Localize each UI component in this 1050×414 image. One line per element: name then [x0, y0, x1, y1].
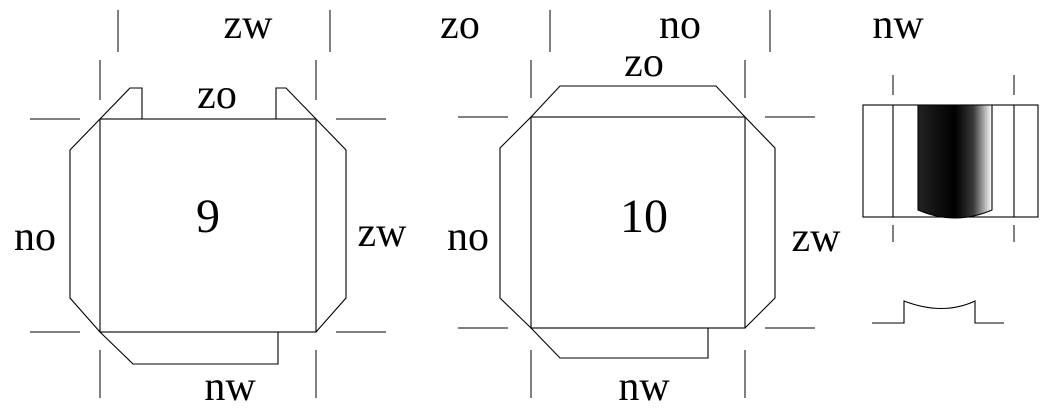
- bottom-flap: [99, 331, 279, 365]
- cylinder-body: [917, 104, 993, 219]
- left-flap: [69, 118, 101, 333]
- label-right-zw: zw: [358, 210, 408, 256]
- main-panel: [99, 118, 317, 333]
- header-label-no: no: [659, 2, 701, 48]
- header-label-nw: nw: [872, 2, 924, 48]
- piece-9: 9 zo no zw nw: [14, 60, 407, 410]
- piece-number: 10: [620, 190, 668, 243]
- label-top-zo: zo: [624, 40, 664, 86]
- right-flap: [744, 116, 776, 329]
- label-left-no: no: [447, 214, 489, 260]
- top-flap: [530, 85, 746, 118]
- piece-number: 9: [196, 190, 220, 243]
- cylinder-profile: [872, 300, 1004, 324]
- piece-10: 10 zo no zw nw: [447, 40, 841, 410]
- bottom-flap: [530, 327, 709, 359]
- header-label-zw: zw: [224, 2, 274, 48]
- header-label-zo: zo: [440, 2, 480, 48]
- header-row: zw zo no nw: [117, 2, 924, 52]
- left-flap: [499, 116, 532, 329]
- top-tab-right: [275, 87, 317, 120]
- top-tab-left: [99, 87, 143, 120]
- right-flap: [315, 118, 347, 333]
- main-panel: [530, 116, 746, 329]
- label-bottom-nw: nw: [618, 364, 670, 410]
- label-right-zw: zw: [792, 215, 842, 261]
- label-bottom-nw: nw: [204, 364, 256, 410]
- label-top-zo: zo: [197, 72, 237, 118]
- cylinder-illustration: [862, 75, 1039, 324]
- label-left-no: no: [14, 214, 56, 260]
